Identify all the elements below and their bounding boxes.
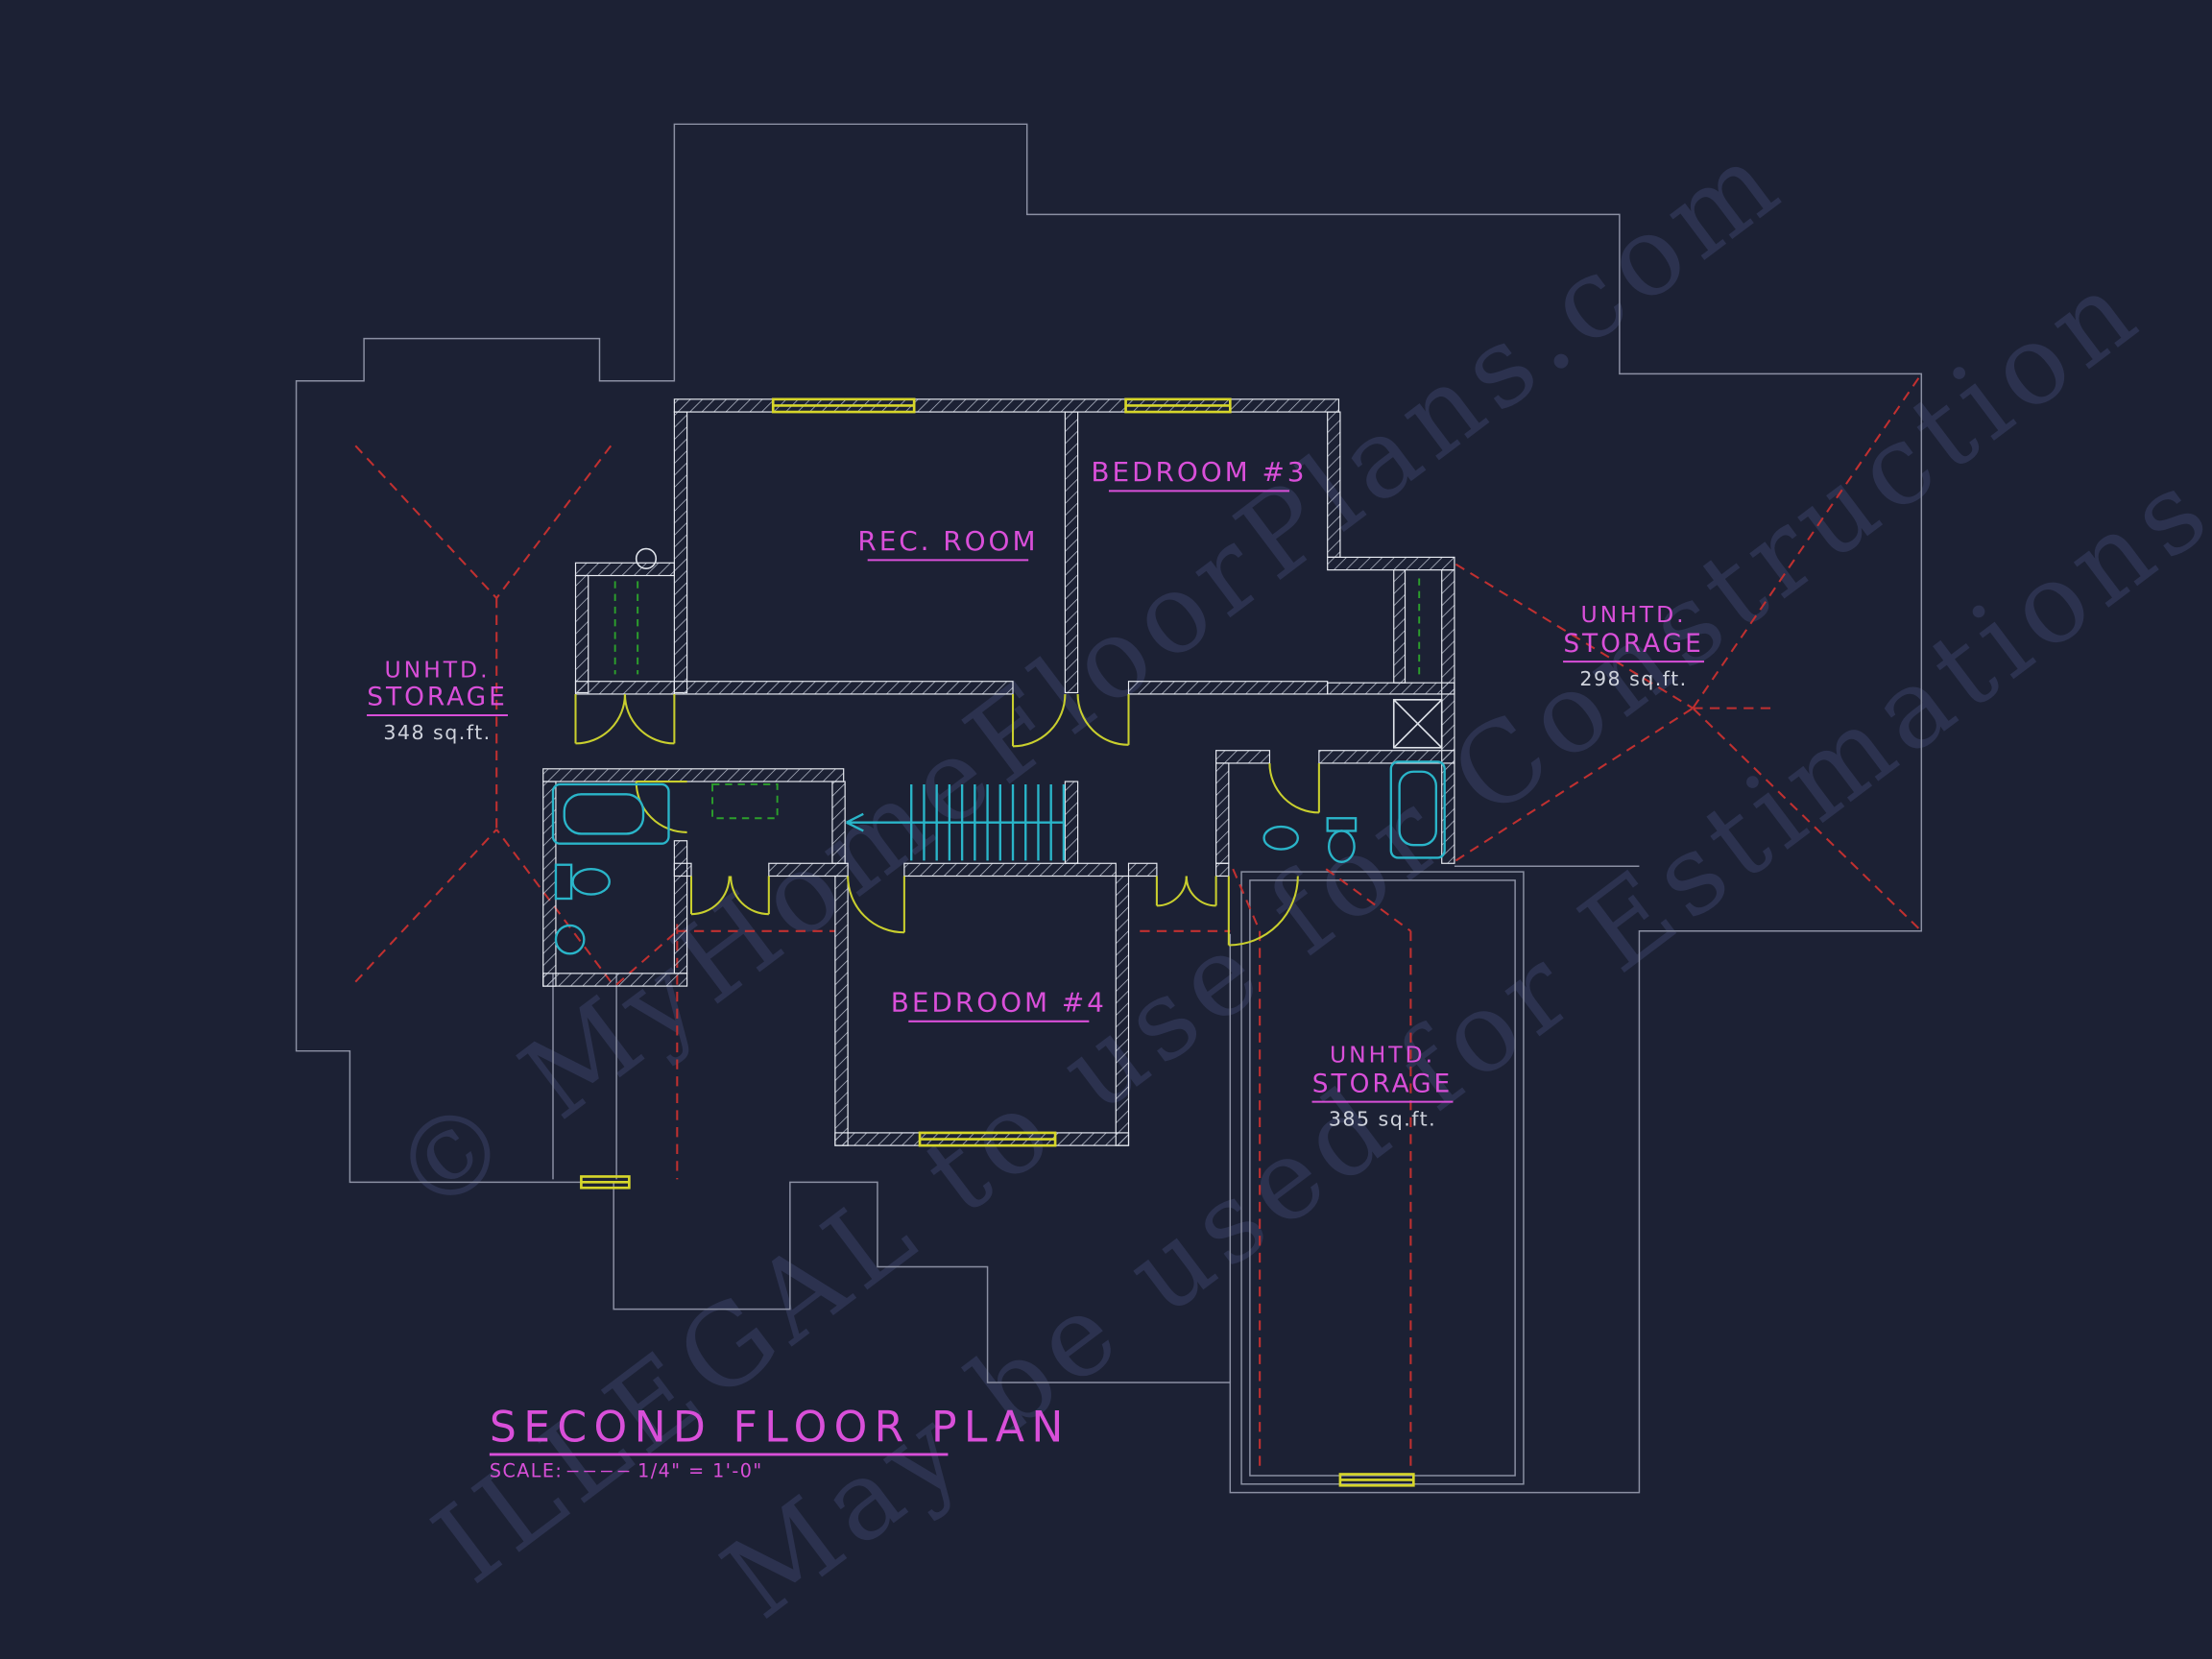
wall	[1115, 875, 1130, 1146]
stair-direction-arrow	[846, 812, 1064, 832]
wall	[673, 840, 688, 974]
wall	[831, 781, 846, 864]
wall	[673, 411, 688, 694]
door-swing	[689, 876, 731, 916]
scale-label: SCALE:	[490, 1459, 563, 1481]
door-swing	[623, 693, 676, 745]
bedroom3-label: BEDROOM #3	[1091, 456, 1307, 488]
shower-x-icon	[1393, 699, 1443, 749]
wall	[673, 862, 692, 878]
wall	[1215, 862, 1230, 878]
door-swing	[1076, 693, 1130, 746]
storage-bottom-area: 385 sq.ft.	[1329, 1108, 1436, 1131]
wall	[574, 681, 675, 695]
storage-left-unhtd-label: UNHTD.	[385, 656, 491, 683]
wall	[1327, 682, 1455, 695]
wall	[1127, 681, 1329, 695]
wall	[1127, 862, 1158, 878]
door-swing	[1227, 876, 1299, 947]
bathtub	[551, 782, 670, 845]
wall	[768, 862, 849, 878]
storage-room-outline-outer	[1240, 871, 1525, 1485]
storage-right-unhtd-label: UNHTD.	[1581, 601, 1687, 628]
bathtub-basin	[563, 793, 645, 835]
storage-right-storage-label: STORAGE	[1563, 629, 1703, 659]
bathtub-basin	[1398, 770, 1438, 847]
door-swing	[1268, 762, 1320, 814]
rec-room-label: REC. ROOM	[857, 525, 1038, 557]
bathtub	[1389, 760, 1446, 859]
wall	[1327, 556, 1455, 571]
door-swing	[730, 876, 770, 916]
wall	[834, 875, 849, 1146]
interior-outline-lines	[552, 865, 1640, 1382]
roof-outline-layer	[295, 123, 1923, 1494]
storage-bottom-unhtd-label: UNHTD.	[1330, 1041, 1435, 1068]
wall	[1064, 781, 1079, 864]
wall	[574, 574, 589, 694]
roof-ridge-layer	[354, 377, 1920, 1471]
door-swing	[1011, 693, 1067, 748]
storage-room-outline-inner	[1249, 879, 1516, 1477]
toilet-tank	[554, 863, 573, 901]
windows-layer	[580, 397, 1415, 1487]
scale-value: 1/4" = 1'-0"	[637, 1459, 762, 1481]
wall	[1215, 762, 1230, 864]
closet-layer	[613, 578, 1421, 820]
closet-rod	[613, 578, 1421, 678]
toilet-bowl	[571, 867, 611, 896]
wall	[1215, 750, 1271, 764]
roof-ridge-dashed-lines	[354, 377, 1920, 1471]
wall	[673, 398, 1340, 413]
door-swing	[635, 781, 687, 833]
roof-outline	[295, 123, 1923, 1494]
storage-bottom-storage-label: STORAGE	[1312, 1069, 1453, 1098]
window	[580, 1175, 631, 1190]
window	[771, 397, 916, 414]
door-swing	[847, 876, 905, 934]
linen-closet	[711, 783, 779, 820]
door-swing	[1185, 876, 1217, 907]
title-block: SECOND FLOOR PLAN SCALE: 1/4" = 1'-0"	[489, 1404, 1070, 1481]
doors-layer	[574, 693, 1320, 947]
sink	[1262, 825, 1300, 851]
window	[1124, 397, 1232, 414]
fixtures-layer	[551, 760, 1446, 955]
bedroom4-label: BEDROOM #4	[891, 987, 1107, 1019]
window	[1338, 1473, 1415, 1487]
ceiling-fixture-circle	[635, 547, 658, 569]
walls-layer	[542, 398, 1455, 1146]
misc-white-layer	[635, 547, 1443, 749]
wall	[1318, 750, 1455, 764]
window	[918, 1131, 1057, 1147]
shower-box	[1392, 699, 1443, 749]
wall	[574, 562, 675, 577]
storage-right-area: 298 sq.ft.	[1579, 667, 1687, 690]
wall	[542, 973, 688, 987]
wall	[1327, 411, 1341, 558]
wall	[1393, 569, 1407, 684]
wall	[1064, 411, 1079, 694]
sink	[554, 924, 586, 955]
wall	[673, 681, 1014, 695]
toilet-bowl	[1327, 830, 1356, 863]
storage-left-storage-label: STORAGE	[367, 683, 507, 712]
wall	[542, 768, 845, 782]
door-swing	[574, 693, 626, 745]
wall	[903, 862, 1117, 878]
labels-layer: REC. ROOM BEDROOM #3 BEDROOM #4 UNHTD. S…	[367, 456, 1705, 1131]
storage-left-area: 348 sq.ft.	[383, 721, 491, 744]
plan-title: SECOND FLOOR PLAN	[490, 1404, 1070, 1453]
